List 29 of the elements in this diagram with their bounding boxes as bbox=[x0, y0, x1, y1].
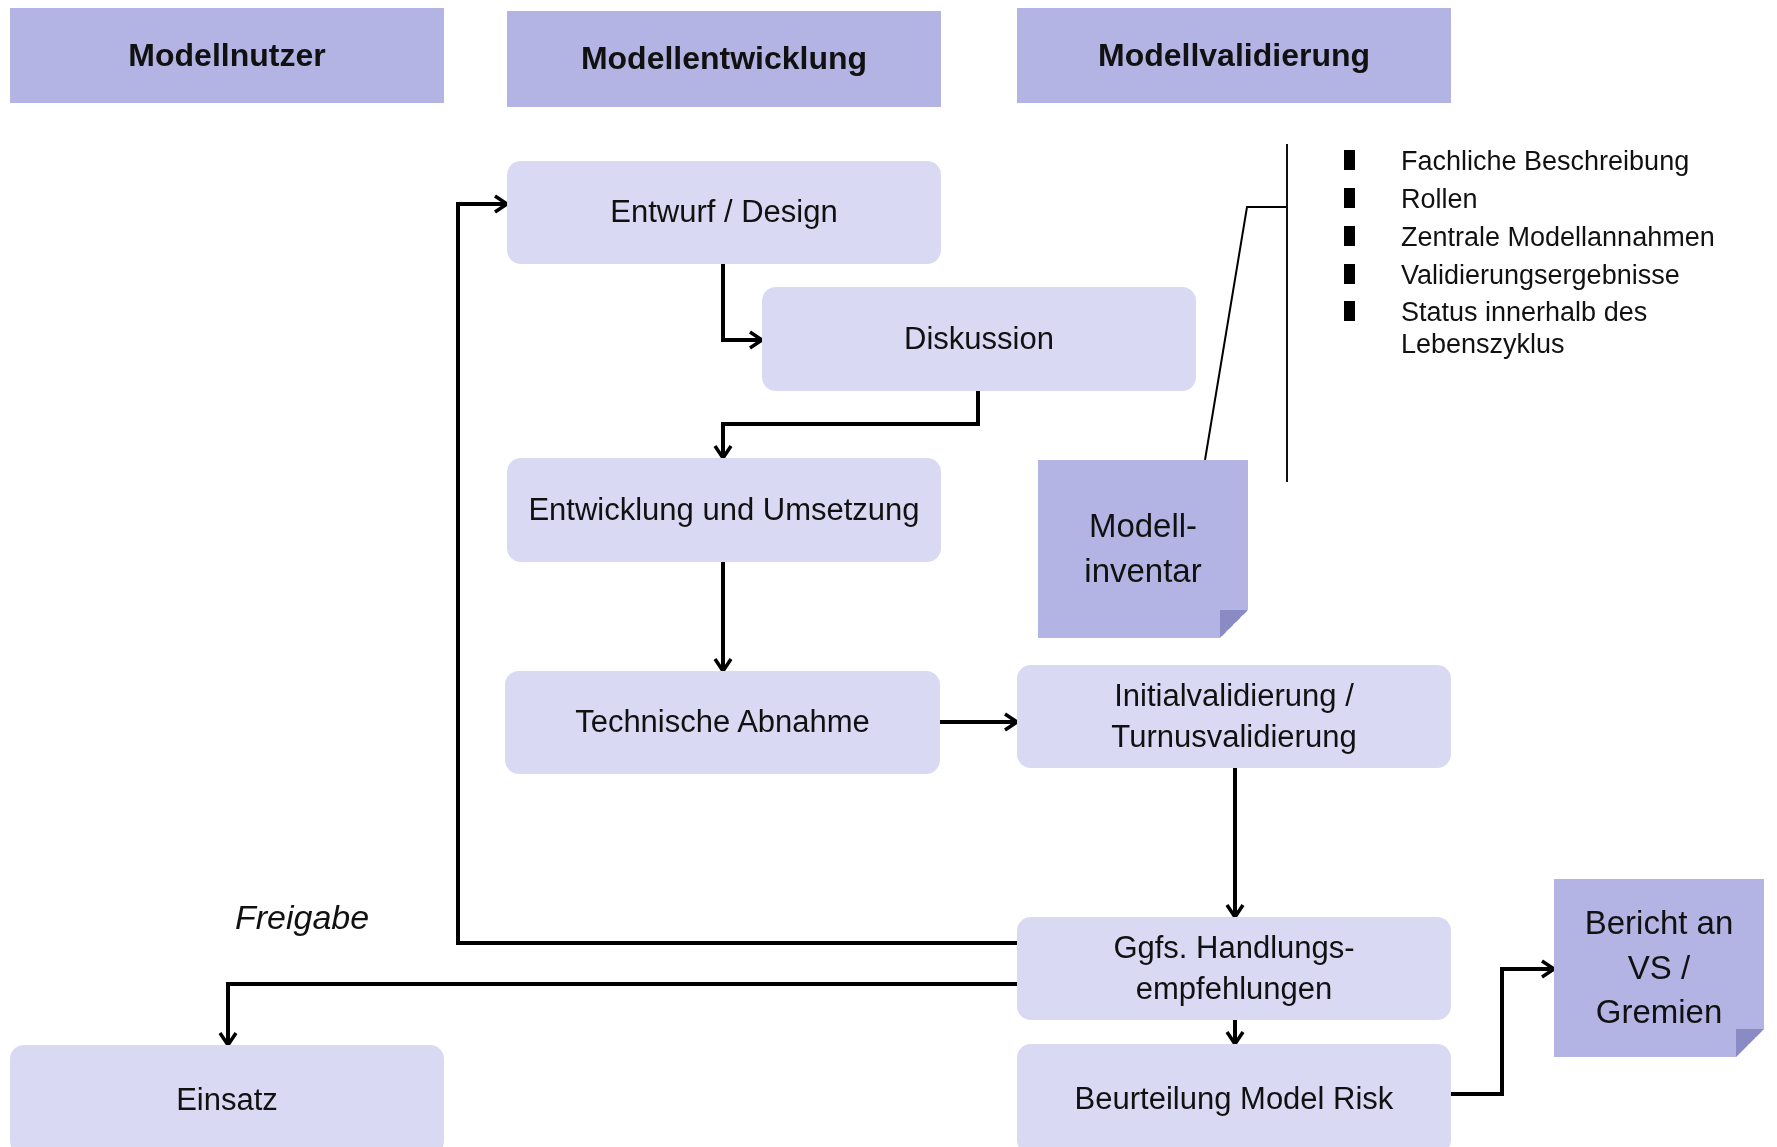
arrow bbox=[713, 391, 980, 460]
column-header: Modellvalidierung bbox=[1017, 8, 1451, 103]
arrow bbox=[1225, 768, 1245, 919]
process-box: Beurteilung Model Risk bbox=[1017, 1044, 1451, 1147]
process-box: Entwurf / Design bbox=[507, 161, 941, 264]
process-box: Ggfs. Handlungs- empfehlungen bbox=[1017, 917, 1451, 1020]
list-item-text: Zentrale Modellannahmen bbox=[1401, 221, 1715, 254]
process-box: Diskussion bbox=[762, 287, 1196, 391]
arrow bbox=[1225, 1020, 1245, 1046]
column-header: Modellentwicklung bbox=[507, 11, 941, 107]
flow-label: Freigabe bbox=[235, 898, 370, 937]
arrow bbox=[456, 194, 1017, 945]
arrow bbox=[218, 982, 1017, 1047]
process-box: Entwicklung und Umsetzung bbox=[507, 458, 941, 562]
arrow bbox=[713, 562, 733, 673]
process-box: Einsatz bbox=[10, 1045, 444, 1147]
note-box: Bericht an VS / Gremien bbox=[1554, 879, 1764, 1057]
process-box: Technische Abnahme bbox=[505, 671, 940, 774]
list-item-text: Validierungsergebnisse bbox=[1401, 259, 1680, 292]
process-box: Initialvalidierung / Turnusvalidierung bbox=[1017, 665, 1451, 768]
list-item-text: Rollen bbox=[1401, 183, 1478, 216]
arrow bbox=[940, 712, 1019, 732]
column-header: Modellnutzer bbox=[10, 8, 444, 103]
list-item-text: Status innerhalb des Lebenszyklus bbox=[1401, 297, 1649, 362]
note-box: Modell- inventar bbox=[1038, 460, 1248, 638]
arrow bbox=[1451, 959, 1556, 1096]
arrow bbox=[721, 264, 764, 350]
leader-line bbox=[1204, 206, 1287, 461]
list-item-text: Fachliche Beschreibung bbox=[1401, 146, 1690, 178]
